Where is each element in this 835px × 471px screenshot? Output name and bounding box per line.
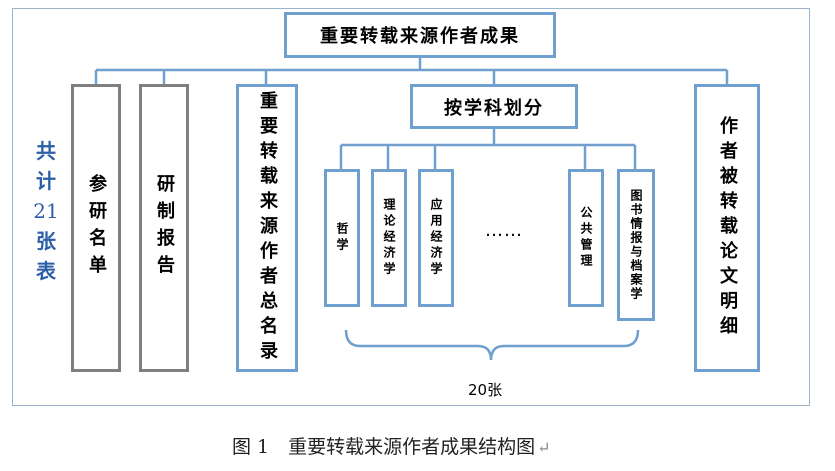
title-label: 重要转载来源作者成果 [320, 26, 520, 47]
participant-list-label: 参研名单 [86, 174, 107, 282]
research-report-label: 研制报告 [154, 174, 175, 282]
subject-box: 按学科划分 [410, 84, 578, 129]
subject-box-library-science: 图书情报与档案学 [617, 169, 655, 321]
subject-box-applied-economics: 应用经济学 [418, 169, 454, 307]
research-report-box: 研制报告 [139, 84, 189, 372]
diagram-frame [12, 8, 810, 406]
subject-label-applied-economics: 应用经济学 [429, 198, 443, 278]
figure-caption-text: 图 1 重要转载来源作者成果结构图 [232, 436, 536, 458]
author-papers-box: 作者被转载论文明细 [694, 84, 760, 372]
subject-box-philosophy: 哲学 [324, 169, 360, 307]
total-tables-label: 共 计 21 张 表 [33, 139, 59, 283]
author-directory-box: 重要转载来源作者总名录 [236, 84, 298, 372]
brace-shape [344, 329, 640, 361]
subject-label-theoretical-economics: 理论经济学 [382, 198, 396, 278]
title-box: 重要转载来源作者成果 [284, 12, 556, 58]
brace-count-label: 20张 [468, 381, 503, 399]
subject-label-philosophy: 哲学 [335, 222, 349, 254]
subject-label-public-management: 公共管理 [579, 206, 593, 270]
subject-label-library-science: 图书情报与档案学 [629, 189, 643, 301]
subject-box-theoretical-economics: 理论经济学 [371, 169, 407, 307]
paragraph-mark: ↵ [537, 438, 551, 457]
subject-box-public-management: 公共管理 [568, 169, 604, 307]
figure-caption: 图 1 重要转载来源作者成果结构图↵ [232, 432, 551, 459]
ellipsis: …… [485, 220, 523, 241]
author-papers-label: 作者被转载论文明细 [717, 115, 738, 341]
author-directory-label: 重要转载来源作者总名录 [257, 90, 278, 366]
subject-label: 按学科划分 [444, 97, 544, 119]
participant-list-box: 参研名单 [71, 84, 121, 372]
